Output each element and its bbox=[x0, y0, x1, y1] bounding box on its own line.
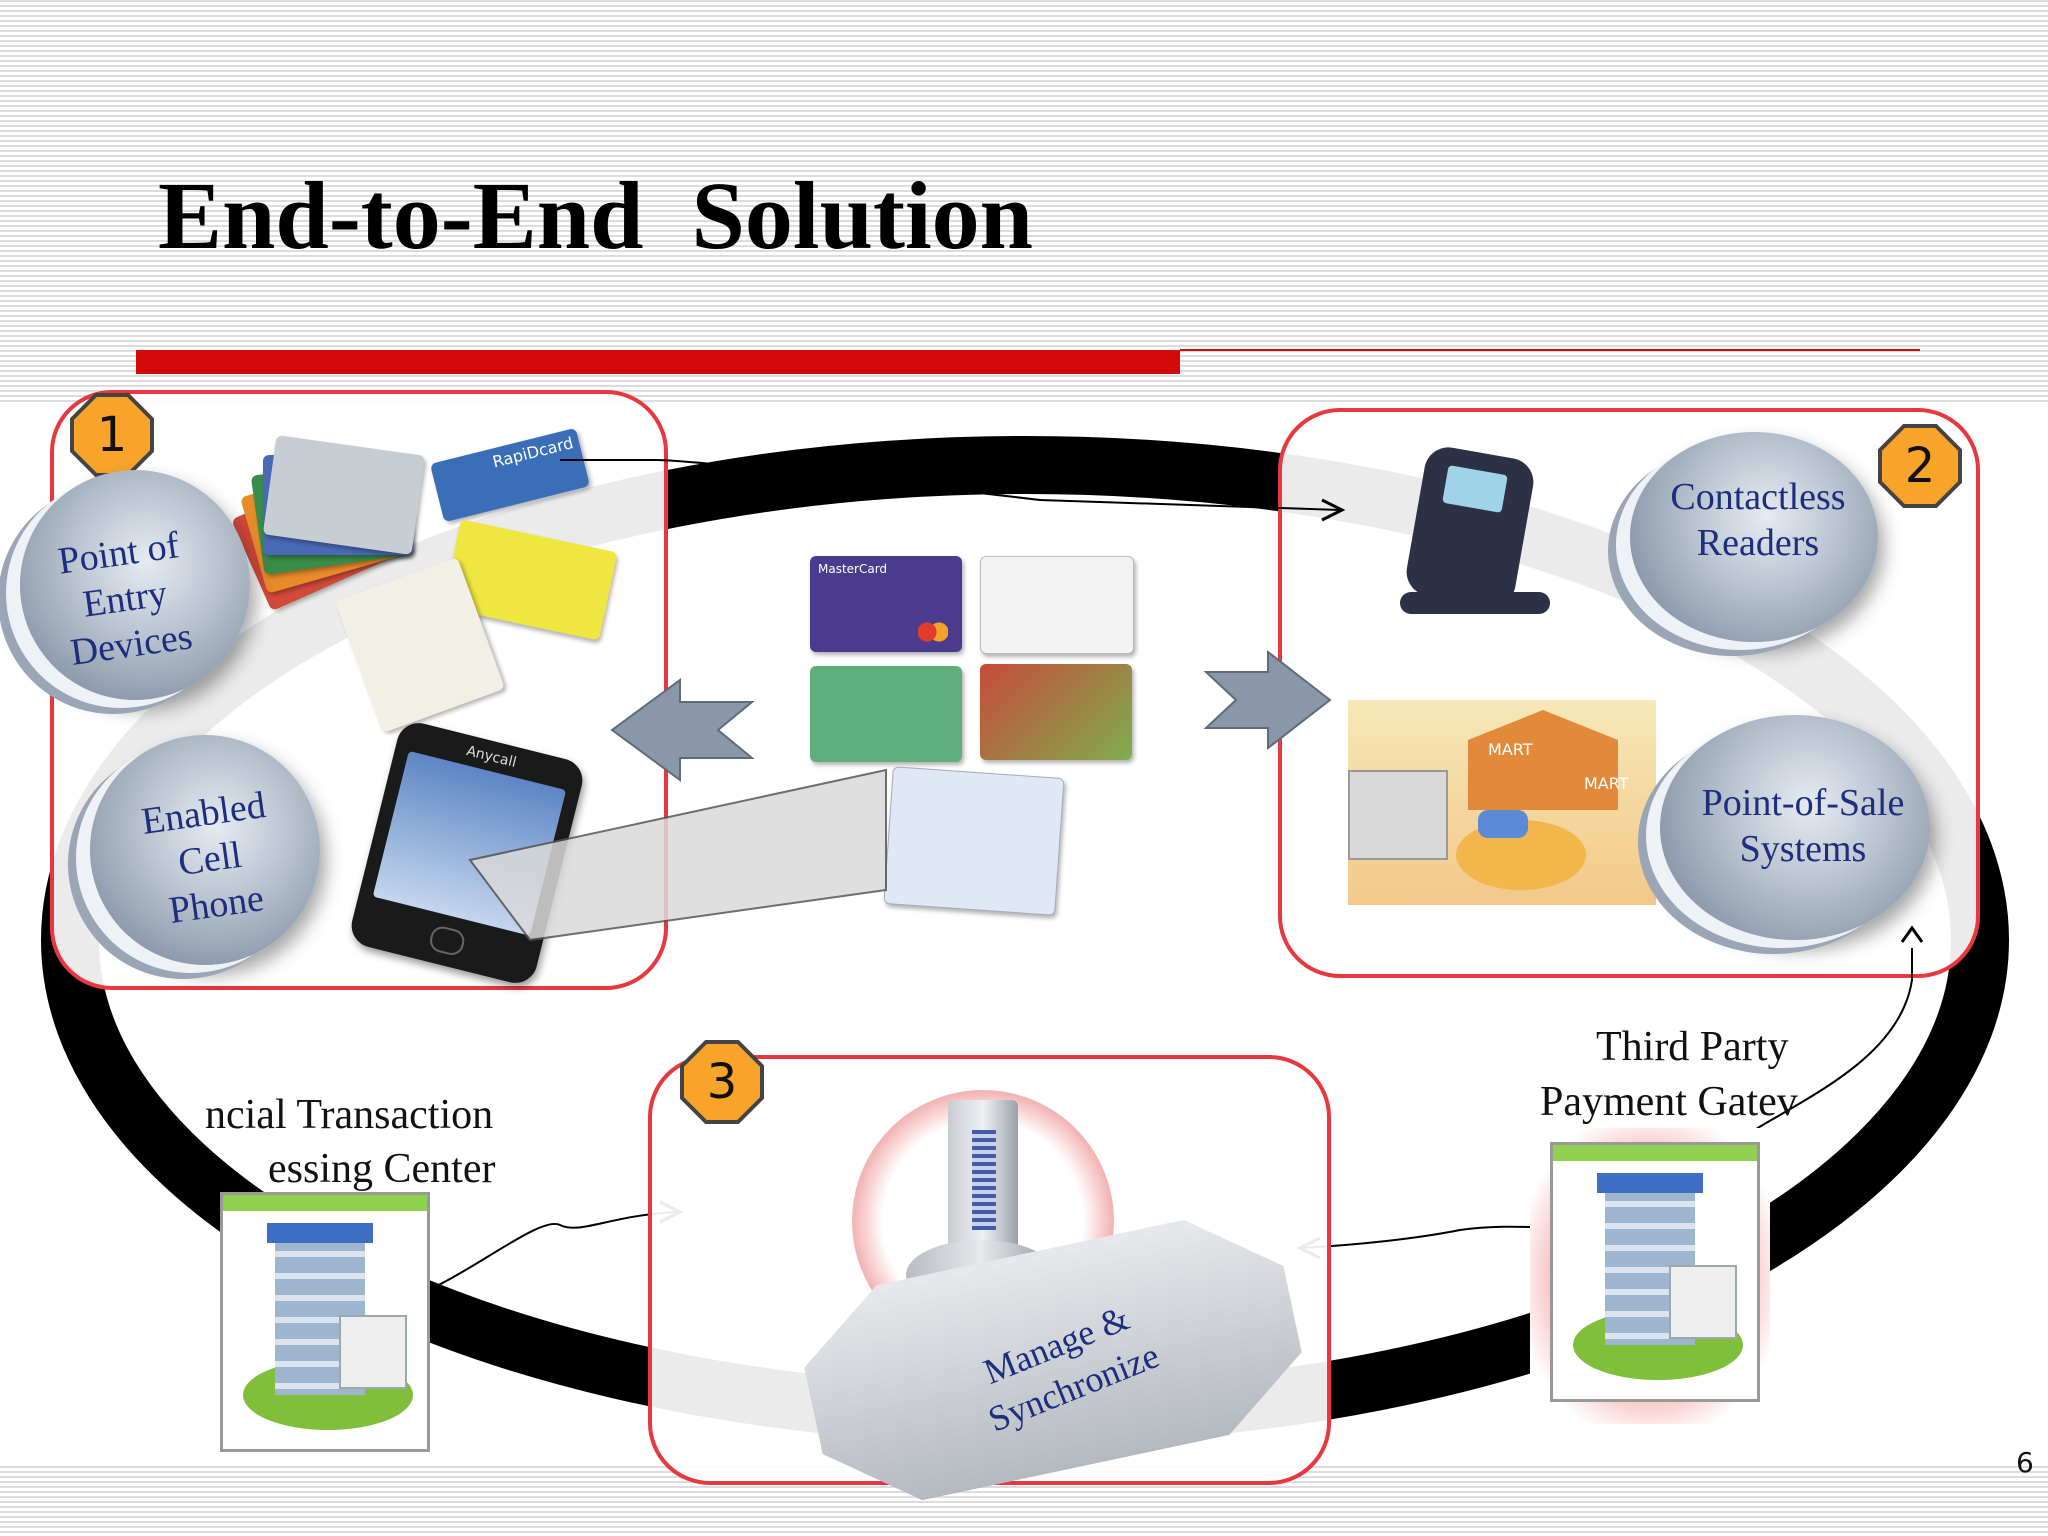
gateway-caption-2: Payment Gatev bbox=[1540, 1075, 1798, 1129]
financial-center-building bbox=[220, 1192, 430, 1452]
financial-center-caption-2: essing Center bbox=[268, 1142, 495, 1196]
gateway-building bbox=[1550, 1142, 1760, 1402]
gateway-caption-1: Third Party bbox=[1596, 1020, 1788, 1074]
page-number: 6 bbox=[2016, 1446, 2034, 1479]
financial-center-caption-1: ncial Transaction bbox=[205, 1088, 493, 1142]
